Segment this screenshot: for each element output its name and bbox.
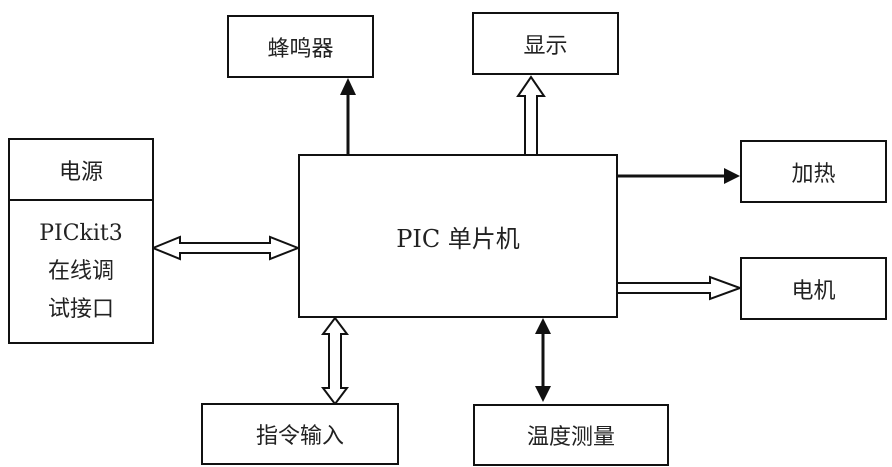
heating-label: 加热 <box>791 161 836 187</box>
debug-line-1: PICkit3 <box>39 220 123 246</box>
hollow-double-arrow-input-mcu <box>321 316 349 406</box>
power-label: 电源 <box>58 159 103 185</box>
arrow-mcu-to-heating <box>617 168 740 184</box>
display-label: 显示 <box>523 33 568 59</box>
arrow-mcu-to-buzzer <box>340 78 356 155</box>
hollow-arrow-mcu-to-display <box>516 75 546 156</box>
double-arrow-temp-mcu <box>535 318 551 402</box>
power-box: 电源 <box>8 138 154 201</box>
temperature-box: 温度测量 <box>473 404 669 466</box>
motor-label: 电机 <box>791 278 836 304</box>
heating-box: 加热 <box>740 140 887 203</box>
buzzer-box: 蜂鸣器 <box>227 15 374 78</box>
motor-box: 电机 <box>740 257 887 320</box>
debug-line-3: 试接口 <box>47 296 114 322</box>
temperature-label: 温度测量 <box>526 425 615 450</box>
display-box: 显示 <box>472 12 619 75</box>
buzzer-label: 蜂鸣器 <box>267 36 334 62</box>
debug-interface-box: PICkit3 在线调 试接口 <box>8 199 154 344</box>
mcu-label: PIC 单片机 <box>396 224 520 253</box>
command-input-label: 指令输入 <box>255 424 344 449</box>
debug-line-2: 在线调 <box>47 258 114 284</box>
hollow-double-arrow-debug-mcu <box>150 235 301 261</box>
mcu-box: PIC 单片机 <box>298 154 618 318</box>
hollow-arrow-mcu-to-motor <box>616 275 743 301</box>
command-input-box: 指令输入 <box>201 403 399 465</box>
